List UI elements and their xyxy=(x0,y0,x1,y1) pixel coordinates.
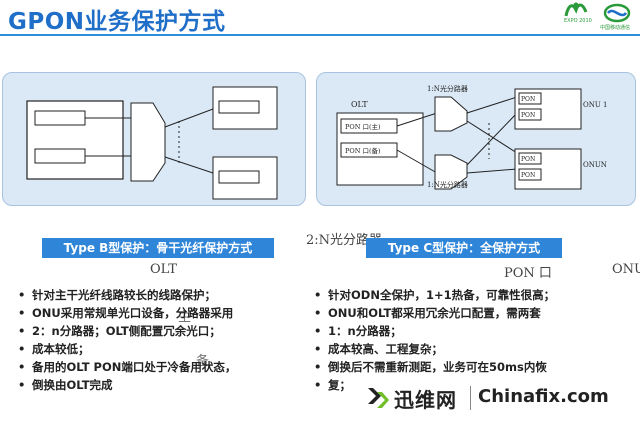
onun-label: ONUN xyxy=(583,161,607,169)
onu1-pon-a: PON xyxy=(521,96,535,103)
type-b-diagram xyxy=(26,86,278,200)
onu1-label: ONU 1 xyxy=(583,101,607,109)
type-b-bullets: 针对主干光纤线路较长的线路保护； ONU采用常规单光口设备，分路器采用 2：n分… xyxy=(16,286,296,394)
list-item: 针对ODN全保护，1+1热备，可靠性很高； xyxy=(312,286,612,304)
list-item: 复； xyxy=(312,376,612,394)
ghost-splitter-2n: 2:N光分路器 xyxy=(306,233,383,248)
type-c-header: Type C型保护：全保护方式 xyxy=(366,238,562,258)
list-item: 1：n分路器； xyxy=(312,322,612,340)
type-b-diagram-panel xyxy=(2,72,306,206)
olt-pon-backup: PON 口(备) xyxy=(345,146,381,155)
watermark-divider xyxy=(470,386,471,410)
list-item: 针对主干光纤线路较长的线路保护； xyxy=(16,286,296,304)
list-item: 备用的OLT PON端口处于冷备用状态， xyxy=(16,358,296,376)
list-item: 成本较低； xyxy=(16,340,296,358)
watermark-site: Chinafix.com xyxy=(478,386,609,407)
olt-label: OLT xyxy=(351,100,368,109)
watermark-logo-icon xyxy=(368,388,389,408)
onun-pon-a: PON xyxy=(521,156,535,163)
list-item: 倒换后不需重新测距，业务可在50ms内恢 xyxy=(312,358,612,376)
onu1-pon-b: PON xyxy=(521,112,535,119)
list-item: 成本较高、工程复杂； xyxy=(312,340,612,358)
list-item: ONU和OLT都采用冗余光口配置，需两套 xyxy=(312,304,612,322)
watermark-name: 迅维网 xyxy=(394,388,457,412)
ghost-olt: OLT xyxy=(150,262,177,277)
type-c-diagram-panel: OLT PON 口(主) PON 口(备) 1:N光分路器 1:N光分路器 PO… xyxy=(316,72,636,206)
onun-pon-b: PON xyxy=(521,172,535,179)
olt-pon-main: PON 口(主) xyxy=(345,122,381,131)
splitter-bottom-label: 1:N光分路器 xyxy=(427,180,468,189)
chinafix-watermark: 迅维网 Chinafix.com xyxy=(360,378,634,418)
expo-logo: EXPO 2010 xyxy=(562,0,592,32)
ghost-pon-port: PON 口 xyxy=(504,266,552,281)
title-rule xyxy=(0,34,640,36)
type-c-bullets: 针对ODN全保护，1+1热备，可靠性很高； ONU和OLT都采用冗余光口配置，需… xyxy=(312,286,612,394)
list-item: 倒换由OLT完成 xyxy=(16,376,296,394)
list-item: 2：n分路器；OLT侧配置冗余光口； xyxy=(16,322,296,340)
ghost-onu: ONU xyxy=(612,262,640,277)
china-mobile-logo: 中国移动通信 xyxy=(600,2,634,32)
type-b-header: Type B型保护：骨干光纤保护方式 xyxy=(42,238,274,258)
type-c-diagram: OLT PON 口(主) PON 口(备) 1:N光分路器 1:N光分路器 PO… xyxy=(336,84,607,190)
slide-title: GPON业务保护方式 xyxy=(8,9,226,35)
list-item: ONU采用常规单光口设备，分路器采用 xyxy=(16,304,296,322)
splitter-top-label: 1:N光分路器 xyxy=(427,84,468,93)
